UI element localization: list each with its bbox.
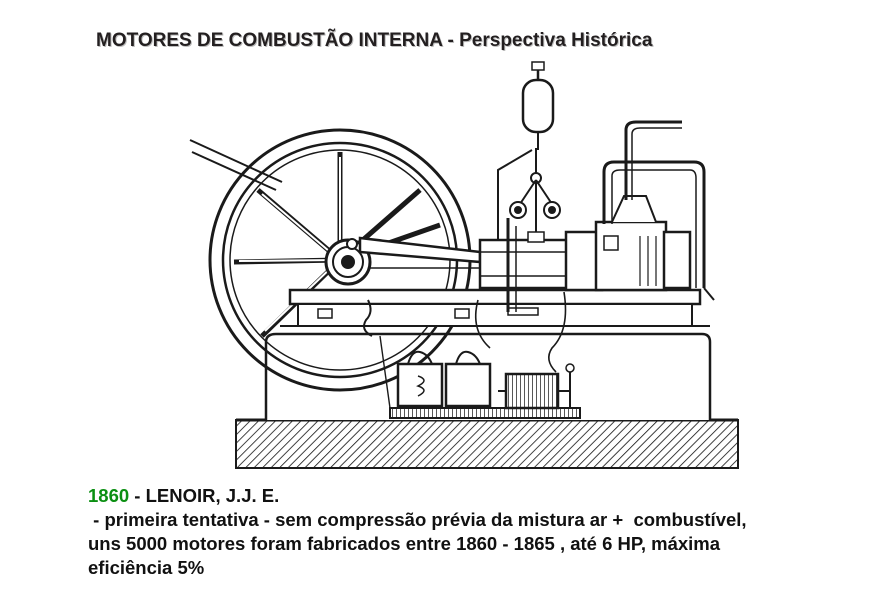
- drive-belt: [189, 139, 283, 183]
- lubricator-reservoir: [497, 61, 555, 240]
- engine-frame: [280, 288, 710, 327]
- caption-line-2: uns 5000 motores foram fabricados entre …: [88, 533, 721, 554]
- caption-inventor: - LENOIR, J.J. E.: [129, 485, 280, 506]
- terminal-posts: [379, 335, 575, 409]
- battery-cells: [396, 350, 492, 408]
- electrical-board: [389, 407, 581, 419]
- caption-line-3: eficiência 5%: [88, 557, 205, 578]
- caption-block: 1860 - LENOIR, J.J. E. - primeira tentat…: [88, 484, 848, 580]
- caption-year: 1860: [88, 485, 130, 506]
- gas-pipework: [602, 120, 715, 301]
- cylinder-block: [478, 195, 692, 292]
- caption-heading: 1860 - LENOIR, J.J. E.: [88, 484, 848, 508]
- governor: [509, 148, 561, 243]
- caption-line-1: - primeira tentativa - sem compressão pr…: [88, 509, 747, 530]
- slide-title: MOTORES DE COMBUSTÃO INTERNA - Perspecti…: [96, 30, 653, 51]
- connecting-rod: [358, 236, 482, 264]
- floor-slab: [235, 419, 739, 469]
- ignition-wire: [363, 299, 373, 337]
- induction-coil: [498, 372, 570, 410]
